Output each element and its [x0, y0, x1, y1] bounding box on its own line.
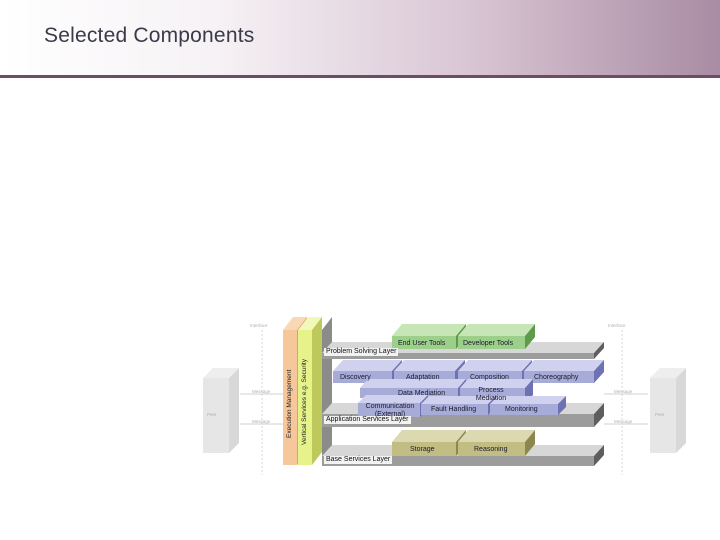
discovery-label: Discovery	[340, 374, 371, 381]
execution-management-label: Execution Management	[286, 369, 293, 438]
data-mediation-label: Data Mediation	[398, 390, 446, 397]
security-label: Vertical Services e.g. Security	[301, 359, 308, 445]
reasoning-label: Reasoning	[474, 446, 508, 453]
end-user-tools-label: End User Tools	[398, 340, 446, 347]
left-interface-label: Interface	[250, 323, 268, 328]
developer-tools-box	[458, 324, 535, 349]
adaptation-label: Adaptation	[406, 374, 440, 381]
left-peer-box	[203, 368, 239, 453]
right-message-label-1: Message	[614, 389, 633, 394]
right-interface-label: Interface	[608, 323, 626, 328]
base-services-layer-label: Base Services Layer	[324, 456, 393, 464]
right-peer-box	[650, 368, 686, 453]
choreography-label: Choreography	[534, 374, 579, 381]
application-services-layer-label: Application Services Layer	[324, 416, 411, 424]
reasoning-box	[458, 430, 535, 456]
security-column	[298, 317, 322, 465]
communication-label: Communication (External)	[365, 403, 415, 418]
problem-solving-layer-label: Problem Solving Layer	[324, 348, 399, 356]
right-peer-label: Peer	[655, 412, 665, 417]
choreography-box	[524, 360, 604, 383]
fault-handling-label: Fault Handling	[431, 406, 477, 413]
header-band	[0, 0, 720, 78]
composition-label: Composition	[470, 374, 509, 381]
developer-tools-label: Developer Tools	[463, 340, 514, 347]
storage-label: Storage	[410, 446, 435, 453]
monitoring-label: Monitoring	[505, 406, 538, 413]
slide-title: Selected Components	[44, 24, 255, 47]
header-divider	[0, 75, 720, 78]
process-mediation-label: Process Mediation	[475, 387, 507, 402]
right-message-label-2: Message	[614, 419, 633, 424]
monitoring-box	[490, 396, 566, 415]
left-peer-label: Peer	[207, 412, 217, 417]
left-message-label-1: Message	[252, 389, 271, 394]
layer-back-wall	[322, 317, 332, 463]
left-message-label-2: Message	[252, 419, 271, 424]
